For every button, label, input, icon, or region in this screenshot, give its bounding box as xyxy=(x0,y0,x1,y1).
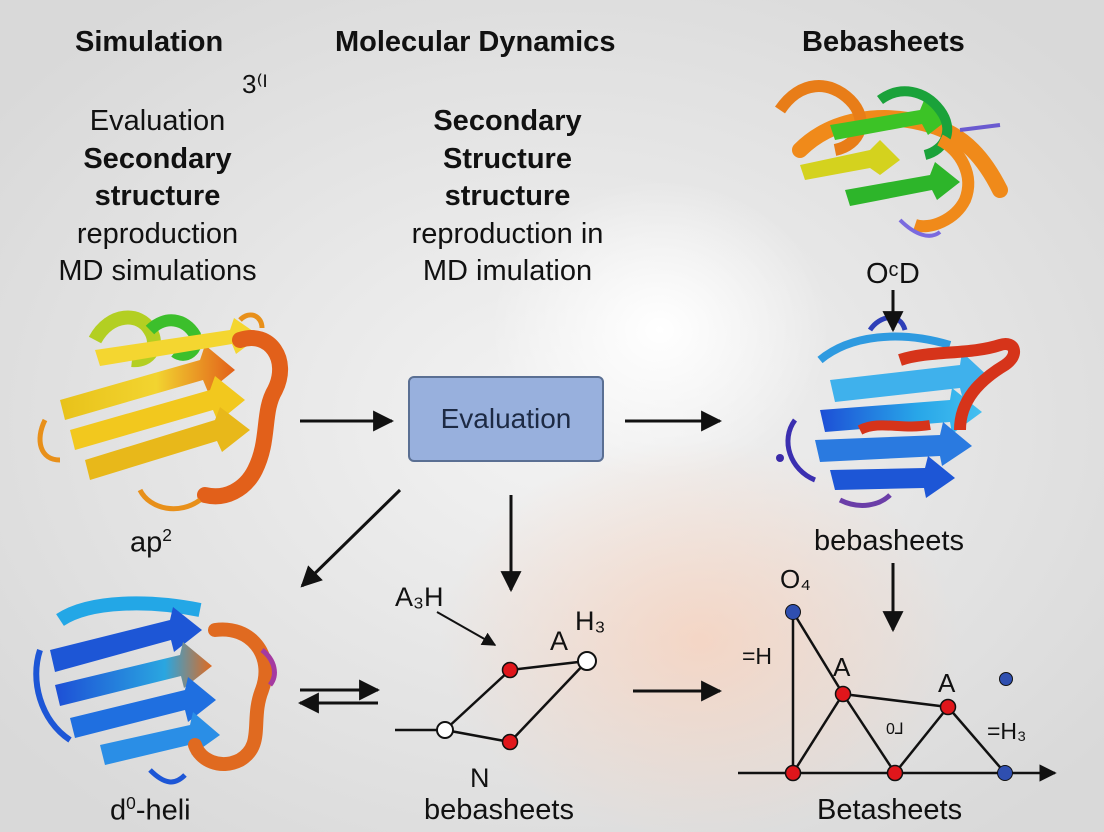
protein-ribbon-blue-red-icon xyxy=(776,315,1020,508)
right-network xyxy=(738,604,1057,782)
left-line-2: Secondary xyxy=(83,142,232,175)
node-white-right xyxy=(577,651,597,671)
label-ap: ap2 xyxy=(130,525,172,559)
header-molecular-dynamics: Molecular Dynamics xyxy=(335,26,616,58)
evaluation-box[interactable]: Evaluation xyxy=(408,376,604,462)
node-red-a1 xyxy=(834,685,852,703)
node-blue-o4 xyxy=(785,604,801,620)
protein-ribbon-yellow-orange-icon xyxy=(37,310,288,512)
left-description: Evaluation Secondary structure reproduct… xyxy=(30,103,285,291)
left-note: 3⁽ᴵ xyxy=(242,69,268,99)
node-red-a2 xyxy=(939,698,957,716)
left-line-1: Evaluation xyxy=(89,105,226,137)
label-right-mid: 0⅃ xyxy=(886,721,904,738)
arrow-a3h-pointer xyxy=(436,611,497,646)
label-center-n: N xyxy=(470,763,490,793)
left-line-4: reproduction xyxy=(76,217,239,250)
label-right-a1: A xyxy=(833,652,851,682)
label-a3h: A₃H xyxy=(395,582,444,612)
node-blue-base-right xyxy=(997,765,1013,781)
protein-ribbon-green-orange-icon xyxy=(775,80,1008,238)
center-line-5: MD imulation xyxy=(422,255,593,287)
label-bebasheets-right: bebasheets xyxy=(814,525,964,557)
label-d0-heli: d0-heli xyxy=(110,793,191,827)
center-description: Secondary Structure structure reproducti… xyxy=(380,103,635,291)
node-blue-free xyxy=(999,672,1013,686)
node-red-base-mid xyxy=(886,764,904,782)
node-red-top xyxy=(501,661,519,679)
arrow-eval-diag-down xyxy=(300,488,402,588)
center-line-1: Secondary xyxy=(433,105,582,137)
label-o4: O₄ xyxy=(780,564,811,594)
label-center-h3: H₃ xyxy=(575,606,606,636)
label-eq-h3: =H₃ xyxy=(987,718,1027,744)
node-white-left xyxy=(436,721,454,739)
protein-ribbon-blue-orange-icon xyxy=(33,596,277,785)
label-bebasheets-bottom: bebasheets xyxy=(424,794,574,826)
node-red-base-left xyxy=(784,764,802,782)
left-line-3: structure xyxy=(94,180,221,212)
label-betasheets-bottom: Betasheets xyxy=(817,794,963,826)
label-right-a2: A xyxy=(938,668,956,698)
header-bebasheets: Bebasheets xyxy=(802,26,965,58)
center-line-3: structure xyxy=(444,180,571,212)
header-simulation: Simulation xyxy=(75,26,224,58)
center-line-2: Structure xyxy=(443,142,572,175)
label-center-a: A xyxy=(550,626,569,656)
evaluation-box-label: Evaluation xyxy=(440,403,572,434)
label-eq-h: =H xyxy=(742,643,773,669)
center-line-4: reproduction in xyxy=(411,217,604,250)
center-network xyxy=(395,651,597,751)
left-line-5: MD simulations xyxy=(58,255,257,287)
node-red-bottom xyxy=(501,733,519,751)
label-od: OᶜD xyxy=(866,258,920,290)
